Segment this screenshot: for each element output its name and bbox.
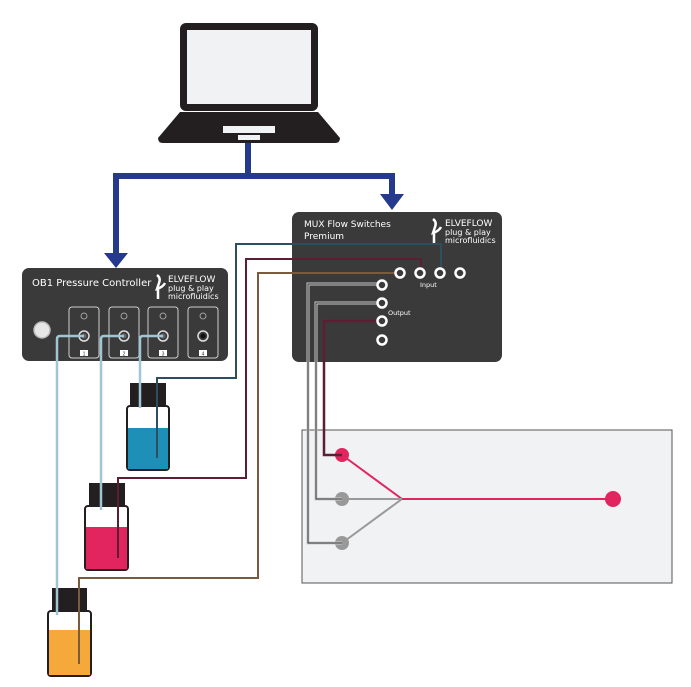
pressure-tubing — [55, 334, 163, 615]
svg-text:1: 1 — [83, 352, 86, 358]
elveflow-logo-icon: ELVEFLOW plug & play microfluidics — [155, 274, 219, 301]
mux-output-port-3[interactable] — [376, 315, 388, 327]
tube-brown — [78, 272, 401, 664]
svg-text:2: 2 — [123, 352, 126, 358]
svg-text:ELVEFLOW: ELVEFLOW — [445, 219, 493, 229]
tube-red — [117, 258, 422, 558]
reservoir-orange — [47, 588, 92, 677]
mux-output-port-1[interactable] — [376, 279, 388, 291]
reservoir-blue — [126, 383, 170, 471]
usb-cable — [113, 140, 395, 255]
tube-output-3 — [322, 319, 382, 457]
reservoir-pink — [84, 483, 129, 571]
svg-text:plug & play: plug & play — [445, 228, 491, 237]
mux-title-line2: Premium — [304, 232, 344, 242]
power-button[interactable] — [33, 321, 51, 339]
pressure-controller: OB1 Pressure Controller ELVEFLOW plug & … — [22, 268, 228, 361]
svg-text:plug & play: plug & play — [168, 284, 214, 293]
mux-input-ports — [394, 267, 466, 279]
mux-input-port-3[interactable] — [434, 267, 446, 279]
mux-input-port-1[interactable] — [394, 267, 406, 279]
mux-input-port-2[interactable] — [414, 267, 426, 279]
svg-text:4: 4 — [202, 352, 205, 358]
input-label: Input — [420, 281, 437, 289]
tube-blue — [156, 243, 442, 458]
svg-text:ELVEFLOW: ELVEFLOW — [168, 275, 216, 285]
output-label: Output — [388, 309, 411, 317]
microfluidic-chip — [301, 429, 673, 584]
mux-title-line1: MUX Flow Switches — [304, 220, 391, 230]
svg-text:3: 3 — [162, 352, 165, 358]
elveflow-logo-icon: ELVEFLOW plug & play microfluidics — [431, 218, 496, 245]
mux-flow-switch: MUX Flow Switches Premium ELVEFLOW plug … — [292, 212, 502, 362]
arrow-to-controller-icon — [104, 253, 128, 268]
mux-input-port-4[interactable] — [454, 267, 466, 279]
svg-text:microfluidics: microfluidics — [168, 292, 219, 301]
mux-output-port-2[interactable] — [376, 297, 388, 309]
mux-output-port-4[interactable] — [376, 334, 388, 346]
channel-4[interactable]: 4 — [187, 306, 219, 359]
mux-output-ports — [376, 279, 388, 346]
controller-title: OB1 Pressure Controller — [32, 278, 152, 289]
arrow-to-mux-icon — [380, 194, 404, 210]
svg-text:microfluidics: microfluidics — [445, 236, 496, 245]
chip-outlet — [605, 491, 621, 507]
laptop-icon — [158, 23, 340, 143]
